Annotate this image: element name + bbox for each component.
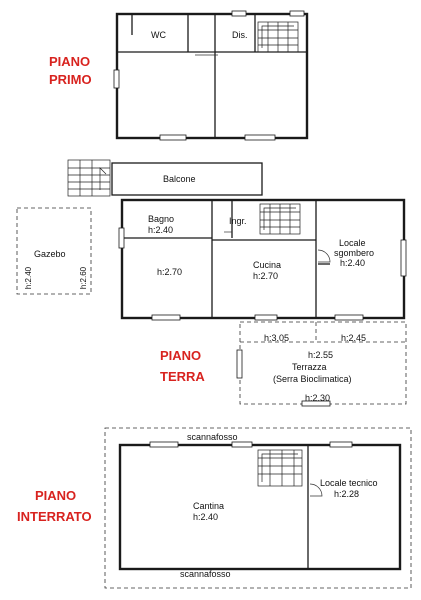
- terrace-height-4: h:2.30: [305, 393, 330, 403]
- room-label-bagno: Bagno: [148, 214, 174, 224]
- room-label-balcone: Balcone: [163, 174, 196, 184]
- scannafosso-bottom-label: scannafosso: [180, 569, 231, 579]
- room-label-cantina-height: h:2.40: [193, 512, 218, 522]
- terrace-height-3: h:2.55: [308, 350, 333, 360]
- room-label-locale-sgombero-height: h:2.40: [340, 258, 365, 268]
- room-label-cucina: Cucina: [253, 260, 281, 270]
- room-label-wc: WC: [151, 30, 166, 40]
- floor-label-terra-1: PIANO: [160, 348, 201, 363]
- terrace-height-2: h:2.45: [341, 333, 366, 343]
- first-floor-plan: [113, 10, 309, 141]
- room-label-terrazza: Terrazza: [292, 362, 327, 372]
- room-label-cucina-height: h:2.70: [253, 271, 278, 281]
- room-label-bagno-height: h:2.40: [148, 225, 173, 235]
- room-label-locale-tecnico: Locale tecnico: [320, 478, 378, 488]
- floor-label-primo-1: PIANO: [49, 54, 90, 69]
- scannafosso-top-label: scannafosso: [187, 432, 238, 442]
- room-label-dis: Dis.: [232, 30, 248, 40]
- floor-label-interrato-2: INTERRATO: [17, 509, 92, 524]
- basement-plan: [104, 427, 412, 589]
- ground-floor-plan: [16, 159, 407, 407]
- floor-label-interrato-1: PIANO: [35, 488, 76, 503]
- room-label-locale-sgombero-1: Locale: [339, 238, 366, 248]
- room-label-locale-sgombero-2: sgombero: [334, 248, 374, 258]
- terrace-height-1: h:3.05: [264, 333, 289, 343]
- room-label-cantina: Cantina: [193, 501, 224, 511]
- room-label-serra: (Serra Bioclimatica): [273, 374, 352, 384]
- gazebo-height-1: h:2.40: [24, 266, 33, 289]
- room-label-locale-tecnico-height: h:2.28: [334, 489, 359, 499]
- room-label-ingr: Ingr.: [229, 216, 247, 226]
- room-label-height: h:2.70: [157, 267, 182, 277]
- floor-label-primo-2: PRIMO: [49, 72, 92, 87]
- room-label-gazebo: Gazebo: [34, 249, 66, 259]
- gazebo-height-2: h:2.60: [79, 266, 88, 289]
- floor-label-terra-2: TERRA: [160, 369, 205, 384]
